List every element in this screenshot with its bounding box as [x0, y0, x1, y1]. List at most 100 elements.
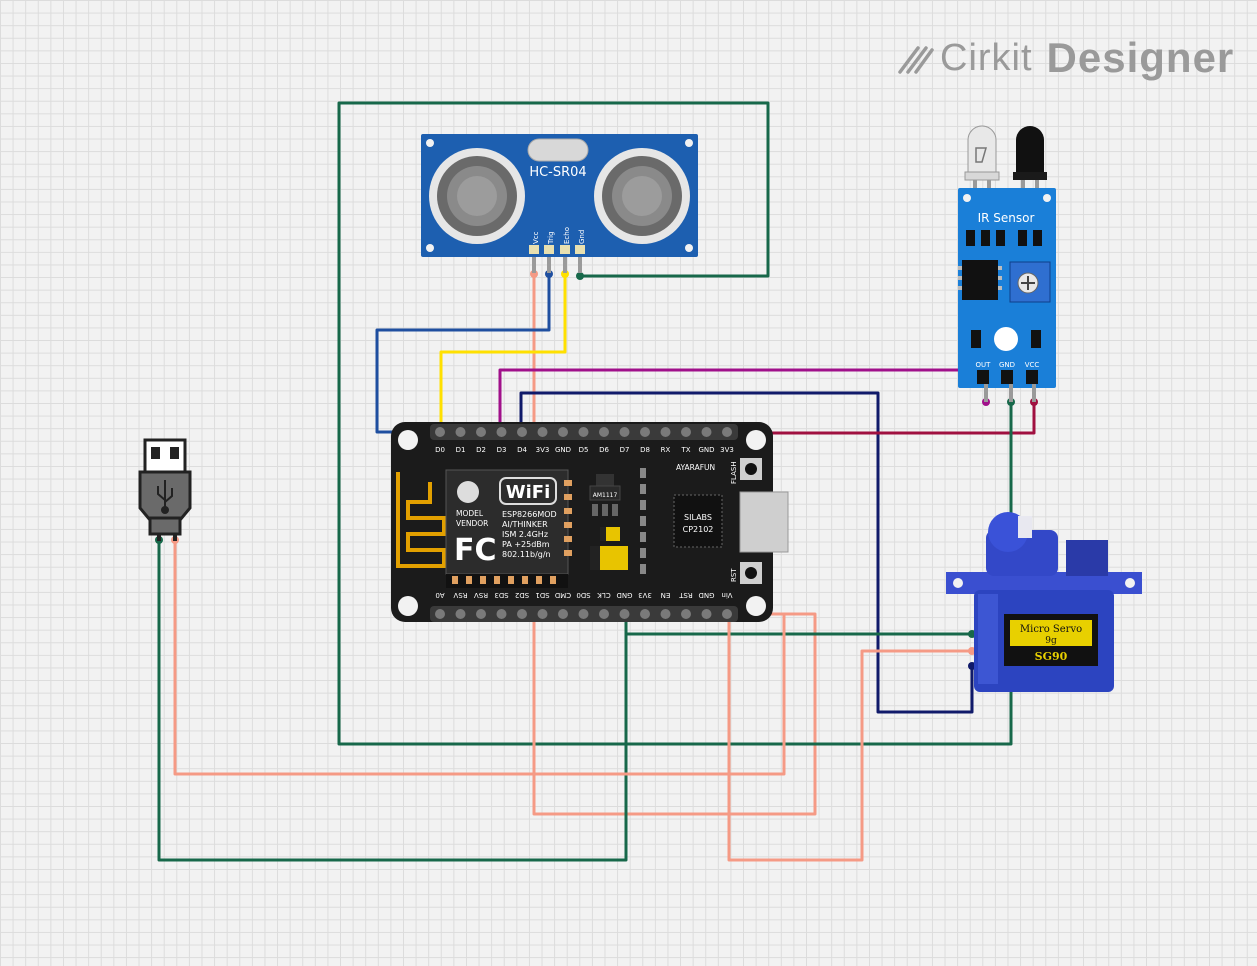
header-pin-top-12[interactable] — [681, 427, 691, 437]
top-pin-label-7: D5 — [579, 446, 589, 454]
ir-emitter-led — [964, 125, 1000, 192]
top-pin-label-13: GND — [698, 446, 714, 454]
header-pin-top-4[interactable] — [517, 427, 527, 437]
bottom-pin-label-12: RST — [678, 591, 692, 599]
bottom-pin-label-3: SD3 — [494, 591, 508, 599]
header-pin-top-7[interactable] — [578, 427, 589, 437]
header-pin-bottom-9[interactable] — [619, 609, 630, 619]
header-pin-top-8[interactable] — [599, 427, 609, 437]
bottom-pin-label-9: GND — [616, 591, 632, 599]
top-pin-label-3: D3 — [497, 446, 507, 454]
header-pin-bottom-13[interactable] — [701, 609, 712, 619]
micro-servo-sg90[interactable]: Micro Servo 9g SG90 — [946, 512, 1142, 692]
module-info-line-1: ESP8266MOD — [502, 510, 557, 519]
top-pin-label-5: 3V3 — [536, 446, 550, 454]
header-pin-top-2[interactable] — [476, 427, 486, 437]
header-pin-bottom-7[interactable] — [578, 609, 589, 619]
header-pin-bottom-12[interactable] — [681, 609, 691, 619]
servo-label-line-2: 9g — [1045, 636, 1057, 646]
ultrasonic-sensor-hcsr04[interactable]: HC-SR04 Vcc Trig Echo Gnd — [421, 134, 698, 273]
micro-usb-port[interactable] — [739, 491, 789, 553]
bottom-header-pins — [430, 606, 738, 622]
top-pin-label-11: RX — [661, 446, 671, 454]
header-pin-bottom-8[interactable] — [599, 609, 609, 619]
ir-pin-vcc: VCC — [1025, 361, 1040, 369]
flash-button-label: FLASH — [730, 461, 738, 484]
top-pin-label-6: GND — [555, 446, 571, 454]
cirkit-designer-logo: Cirkit Designer — [896, 30, 1234, 86]
pcb-antenna — [396, 472, 446, 568]
espressif-logo-icon — [457, 481, 479, 503]
header-pin-top-5[interactable] — [537, 427, 548, 437]
bottom-pin-label-1: RSV — [453, 591, 467, 599]
module-vendor-label: VENDOR — [456, 519, 488, 528]
bottom-pin-label-2: RSV — [474, 591, 488, 599]
brand-word-cirkit: Cirkit — [940, 36, 1033, 79]
header-pin-bottom-3[interactable] — [496, 609, 507, 619]
wifi-logo-text: WiFi — [506, 482, 551, 503]
top-pin-label-0: D0 — [435, 446, 445, 454]
top-pin-label-4: D4 — [517, 446, 527, 454]
header-pin-bottom-1[interactable] — [455, 609, 466, 619]
usb-symbol-icon — [157, 480, 173, 514]
bottom-pin-label-8: CLK — [597, 591, 611, 599]
usb-chip-label-1: SILABS — [684, 513, 712, 522]
regulator-label: AM1117 — [593, 492, 618, 499]
header-pin-top-13[interactable] — [701, 427, 712, 437]
sonar-pin-gnd: Gnd — [578, 230, 586, 244]
bottom-pin-label-6: CMD — [555, 591, 571, 599]
header-pin-top-0[interactable] — [435, 427, 445, 437]
usb-power-connector[interactable] — [138, 438, 192, 541]
header-pin-bottom-6[interactable] — [558, 609, 568, 619]
top-pin-label-2: D2 — [476, 446, 486, 454]
header-pin-bottom-5[interactable] — [537, 609, 548, 619]
bottom-pin-label-13: GND — [698, 591, 714, 599]
top-pin-label-14: 3V3 — [720, 446, 734, 454]
header-pin-top-3[interactable] — [496, 427, 507, 437]
wire-usb-gnd[interactable] — [157, 538, 628, 862]
wire-sonar-gnd[interactable] — [337, 101, 770, 746]
reset-button-label: RST — [730, 568, 738, 582]
header-pin-bottom-10[interactable] — [640, 609, 650, 619]
cirkit-logo-icon — [898, 46, 934, 74]
module-model-label: MODEL — [456, 509, 484, 518]
fcc-logo: FC — [454, 533, 497, 568]
header-pin-top-10[interactable] — [640, 427, 650, 437]
sonar-pin-trig: Trig — [547, 231, 555, 245]
header-pin-top-9[interactable] — [619, 427, 630, 437]
wire-servo-vcc[interactable] — [724, 612, 974, 862]
wire-sonar-echo[interactable] — [439, 272, 567, 434]
maker-label: AYARAFUN — [676, 463, 715, 472]
flash-button[interactable] — [740, 458, 762, 480]
header-pin-bottom-4[interactable] — [517, 609, 527, 619]
header-pin-bottom-0[interactable] — [435, 609, 445, 619]
header-pin-bottom-2[interactable] — [476, 609, 486, 619]
brand-word-designer: Designer — [1046, 34, 1235, 81]
module-info-line-2: AI/THINKER — [502, 520, 548, 529]
reset-button[interactable] — [740, 562, 762, 584]
sonar-pin-vcc: Vcc — [532, 231, 540, 244]
header-pin-bottom-11[interactable] — [660, 609, 671, 619]
sonar-pin-echo: Echo — [563, 227, 571, 244]
ir-pin-gnd: GND — [999, 361, 1015, 369]
header-pin-top-6[interactable] — [558, 427, 568, 437]
usb-chip-label-2: CP2102 — [683, 525, 714, 534]
ir-receiver-led — [1013, 126, 1047, 192]
header-pin-top-14[interactable] — [722, 427, 732, 437]
top-pin-label-8: D6 — [599, 446, 609, 454]
top-pin-label-1: D1 — [456, 446, 466, 454]
ir-pin-out: OUT — [976, 361, 992, 369]
ir-sensor-module[interactable]: IR Sensor OUT GND VCC — [958, 125, 1056, 402]
header-pin-top-1[interactable] — [455, 427, 466, 437]
module-info-line-4: PA +25dBm — [502, 540, 550, 549]
wire-ir-vcc[interactable] — [724, 400, 1036, 435]
header-pin-bottom-14[interactable] — [722, 609, 732, 619]
header-pin-top-11[interactable] — [660, 427, 671, 437]
wire-servo-signal[interactable] — [519, 391, 974, 714]
top-pin-label-12: TX — [680, 446, 690, 454]
bottom-pin-label-4: SD2 — [515, 591, 529, 599]
